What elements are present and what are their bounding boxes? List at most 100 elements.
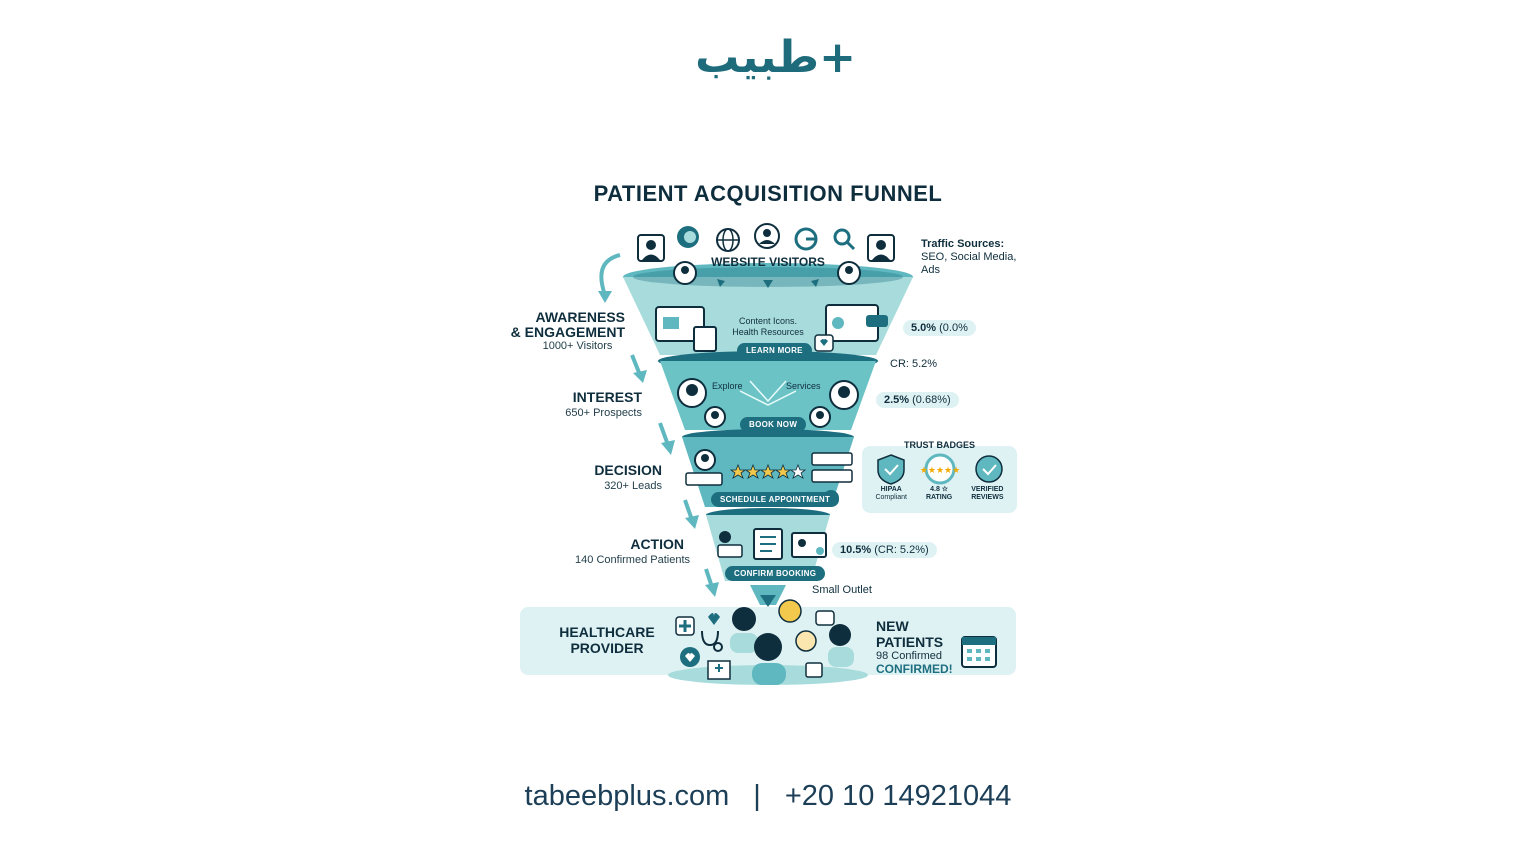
user-icon bbox=[754, 223, 780, 249]
patients-group bbox=[730, 599, 854, 685]
search-icon bbox=[833, 228, 856, 251]
awareness-metric: 5.0% (0.0% bbox=[903, 320, 976, 336]
provider-line1: HEALTHCARE bbox=[559, 624, 655, 640]
traffic-sources-line1: SEO, Social Media, bbox=[921, 251, 1017, 263]
stage-interest: INTEREST 650+ Prospects bbox=[520, 389, 642, 420]
clipboard-icon bbox=[753, 528, 783, 560]
page-title: PATIENT ACQUISITION FUNNEL bbox=[593, 181, 943, 206]
action-metric: 10.5% (CR: 5.2%) bbox=[832, 542, 937, 558]
confirm-booking-button[interactable]: CONFIRM BOOKING bbox=[725, 566, 826, 581]
stage-interest-name: INTEREST bbox=[572, 389, 642, 405]
new-patients-sub: 98 Confirmed bbox=[876, 650, 943, 662]
interest-explore-label: Explore bbox=[712, 381, 743, 391]
traffic-sources-title: Traffic Sources: bbox=[921, 238, 1005, 250]
footer-contact: tabeebplus.com | +20 10 14921044 bbox=[0, 780, 1536, 813]
stage-decision-name: DECISION bbox=[594, 462, 662, 478]
brand-logo: طبيب+ bbox=[680, 30, 856, 83]
google-icon bbox=[794, 227, 818, 251]
stethoscope-icon bbox=[701, 630, 723, 652]
arrow-icon bbox=[717, 279, 819, 288]
interest-metric-rest: (0.68%) bbox=[912, 394, 951, 406]
brand-logo-text: طبيب+ bbox=[695, 32, 856, 82]
chat-heart-icon bbox=[815, 610, 835, 626]
id-card-icon bbox=[791, 532, 827, 558]
heart-icon bbox=[708, 613, 720, 625]
rating-badge-label: 4.8 ☆RATING bbox=[926, 486, 952, 502]
user-icon bbox=[637, 234, 665, 262]
interest-metric: 2.5% (0.68%) bbox=[876, 392, 959, 408]
star-icon: ★★★★★ bbox=[920, 453, 960, 485]
browser-window-icon bbox=[825, 304, 888, 342]
verified-line2: REVIEWS bbox=[971, 494, 1004, 501]
interest-metric-bold: 2.5% bbox=[884, 394, 910, 406]
traffic-sources-line2: Ads bbox=[921, 264, 940, 276]
trust-badge-icons: ★★★★★ bbox=[877, 453, 1003, 485]
svg-text:★★★★★: ★★★★★ bbox=[920, 466, 960, 476]
rating-line2: RATING bbox=[925, 494, 953, 501]
thumbs-up-icon bbox=[805, 662, 823, 678]
healthcare-provider-label: HEALTHCARE PROVIDER bbox=[540, 624, 674, 656]
new-patients-block: NEW PATIENTS 98 Confirmed CONFIRMED! bbox=[876, 618, 966, 676]
heart-icon bbox=[814, 334, 834, 352]
star-icon bbox=[729, 463, 807, 479]
traffic-sources: Traffic Sources: SEO, Social Media, Ads bbox=[921, 238, 1031, 277]
stage-decision: DECISION 320+ Leads bbox=[540, 462, 662, 493]
stage-awareness: AWARENESS & ENGAGEMENT 1000+ Visitors bbox=[470, 309, 625, 353]
awareness-inner-line1: Content Icons. bbox=[738, 316, 798, 326]
stage-awareness-sub: 1000+ Visitors bbox=[542, 340, 613, 352]
learn-more-button[interactable]: LEARN MORE bbox=[737, 343, 812, 358]
verified-icon bbox=[975, 455, 1003, 483]
verified-line1: VERIFIED bbox=[971, 486, 1004, 493]
stage-action-sub: 140 Confirmed Patients bbox=[575, 554, 690, 566]
book-now-button[interactable]: BOOK NOW bbox=[740, 417, 807, 432]
stage-action-name: ACTION bbox=[630, 536, 684, 552]
rating-line1: 4.8 ☆ bbox=[930, 486, 949, 493]
provider-line2: PROVIDER bbox=[570, 640, 644, 656]
avatar bbox=[694, 449, 716, 471]
medical-cross-icon bbox=[675, 616, 695, 636]
stage-interest-sub: 650+ Prospects bbox=[565, 407, 642, 419]
trust-badges-title: TRUST BADGES bbox=[903, 440, 975, 450]
footer-phone[interactable]: +20 10 14921044 bbox=[784, 780, 1012, 812]
stage-action: ACTION 140 Confirmed Patients bbox=[540, 536, 690, 567]
user-icon bbox=[717, 531, 743, 558]
hospital-icon bbox=[707, 660, 731, 680]
awareness-metric-rest: (0.0% bbox=[939, 322, 968, 334]
user-icon bbox=[867, 234, 895, 262]
stage-awareness-name-2: & ENGAGEMENT bbox=[510, 324, 625, 340]
action-metric-rest: (CR: 5.2%) bbox=[874, 544, 929, 556]
footer-separator: | bbox=[753, 780, 761, 812]
shield-icon bbox=[877, 454, 905, 485]
stage-decision-sub: 320+ Leads bbox=[604, 480, 662, 492]
calendar-icon bbox=[961, 636, 997, 668]
interest-services-label: Services bbox=[786, 381, 821, 391]
flow-arrow-1 bbox=[599, 253, 621, 296]
awareness-metric-bold: 5.0% bbox=[911, 322, 937, 334]
user-icon bbox=[673, 261, 697, 285]
stage-awareness-name-1: AWARENESS bbox=[535, 309, 625, 325]
action-metric-bold: 10.5% bbox=[840, 544, 872, 556]
footer-website-link[interactable]: tabeebplus.com bbox=[524, 780, 730, 812]
hipaa-line1: HIPAA bbox=[880, 486, 902, 493]
flow-arrow-4 bbox=[683, 499, 694, 521]
flow-arrow-2 bbox=[630, 354, 642, 376]
firefox-icon bbox=[677, 226, 699, 248]
awareness-inner-line2: Health Resources bbox=[732, 327, 804, 337]
user-icon bbox=[837, 261, 861, 285]
awareness-cr: CR: 5.2% bbox=[890, 358, 938, 370]
flow-arrow-3 bbox=[658, 422, 670, 446]
awareness-inner-label: Content Icons. Health Resources bbox=[720, 316, 816, 338]
schedule-appointment-button[interactable]: SCHEDULE APPOINTMENT bbox=[711, 492, 840, 507]
avatar bbox=[677, 378, 726, 428]
globe-icon bbox=[716, 228, 740, 252]
browser-window-icon bbox=[655, 306, 717, 352]
small-outlet-label: Small Outlet bbox=[812, 584, 872, 596]
new-patients-title: NEW PATIENTS bbox=[876, 618, 944, 650]
new-patients-confirmed: CONFIRMED! bbox=[876, 662, 953, 676]
avatar bbox=[809, 380, 859, 428]
website-visitors-heading: WEBSITE VISITORS bbox=[711, 255, 825, 269]
hipaa-line2: Compliant bbox=[875, 494, 907, 501]
